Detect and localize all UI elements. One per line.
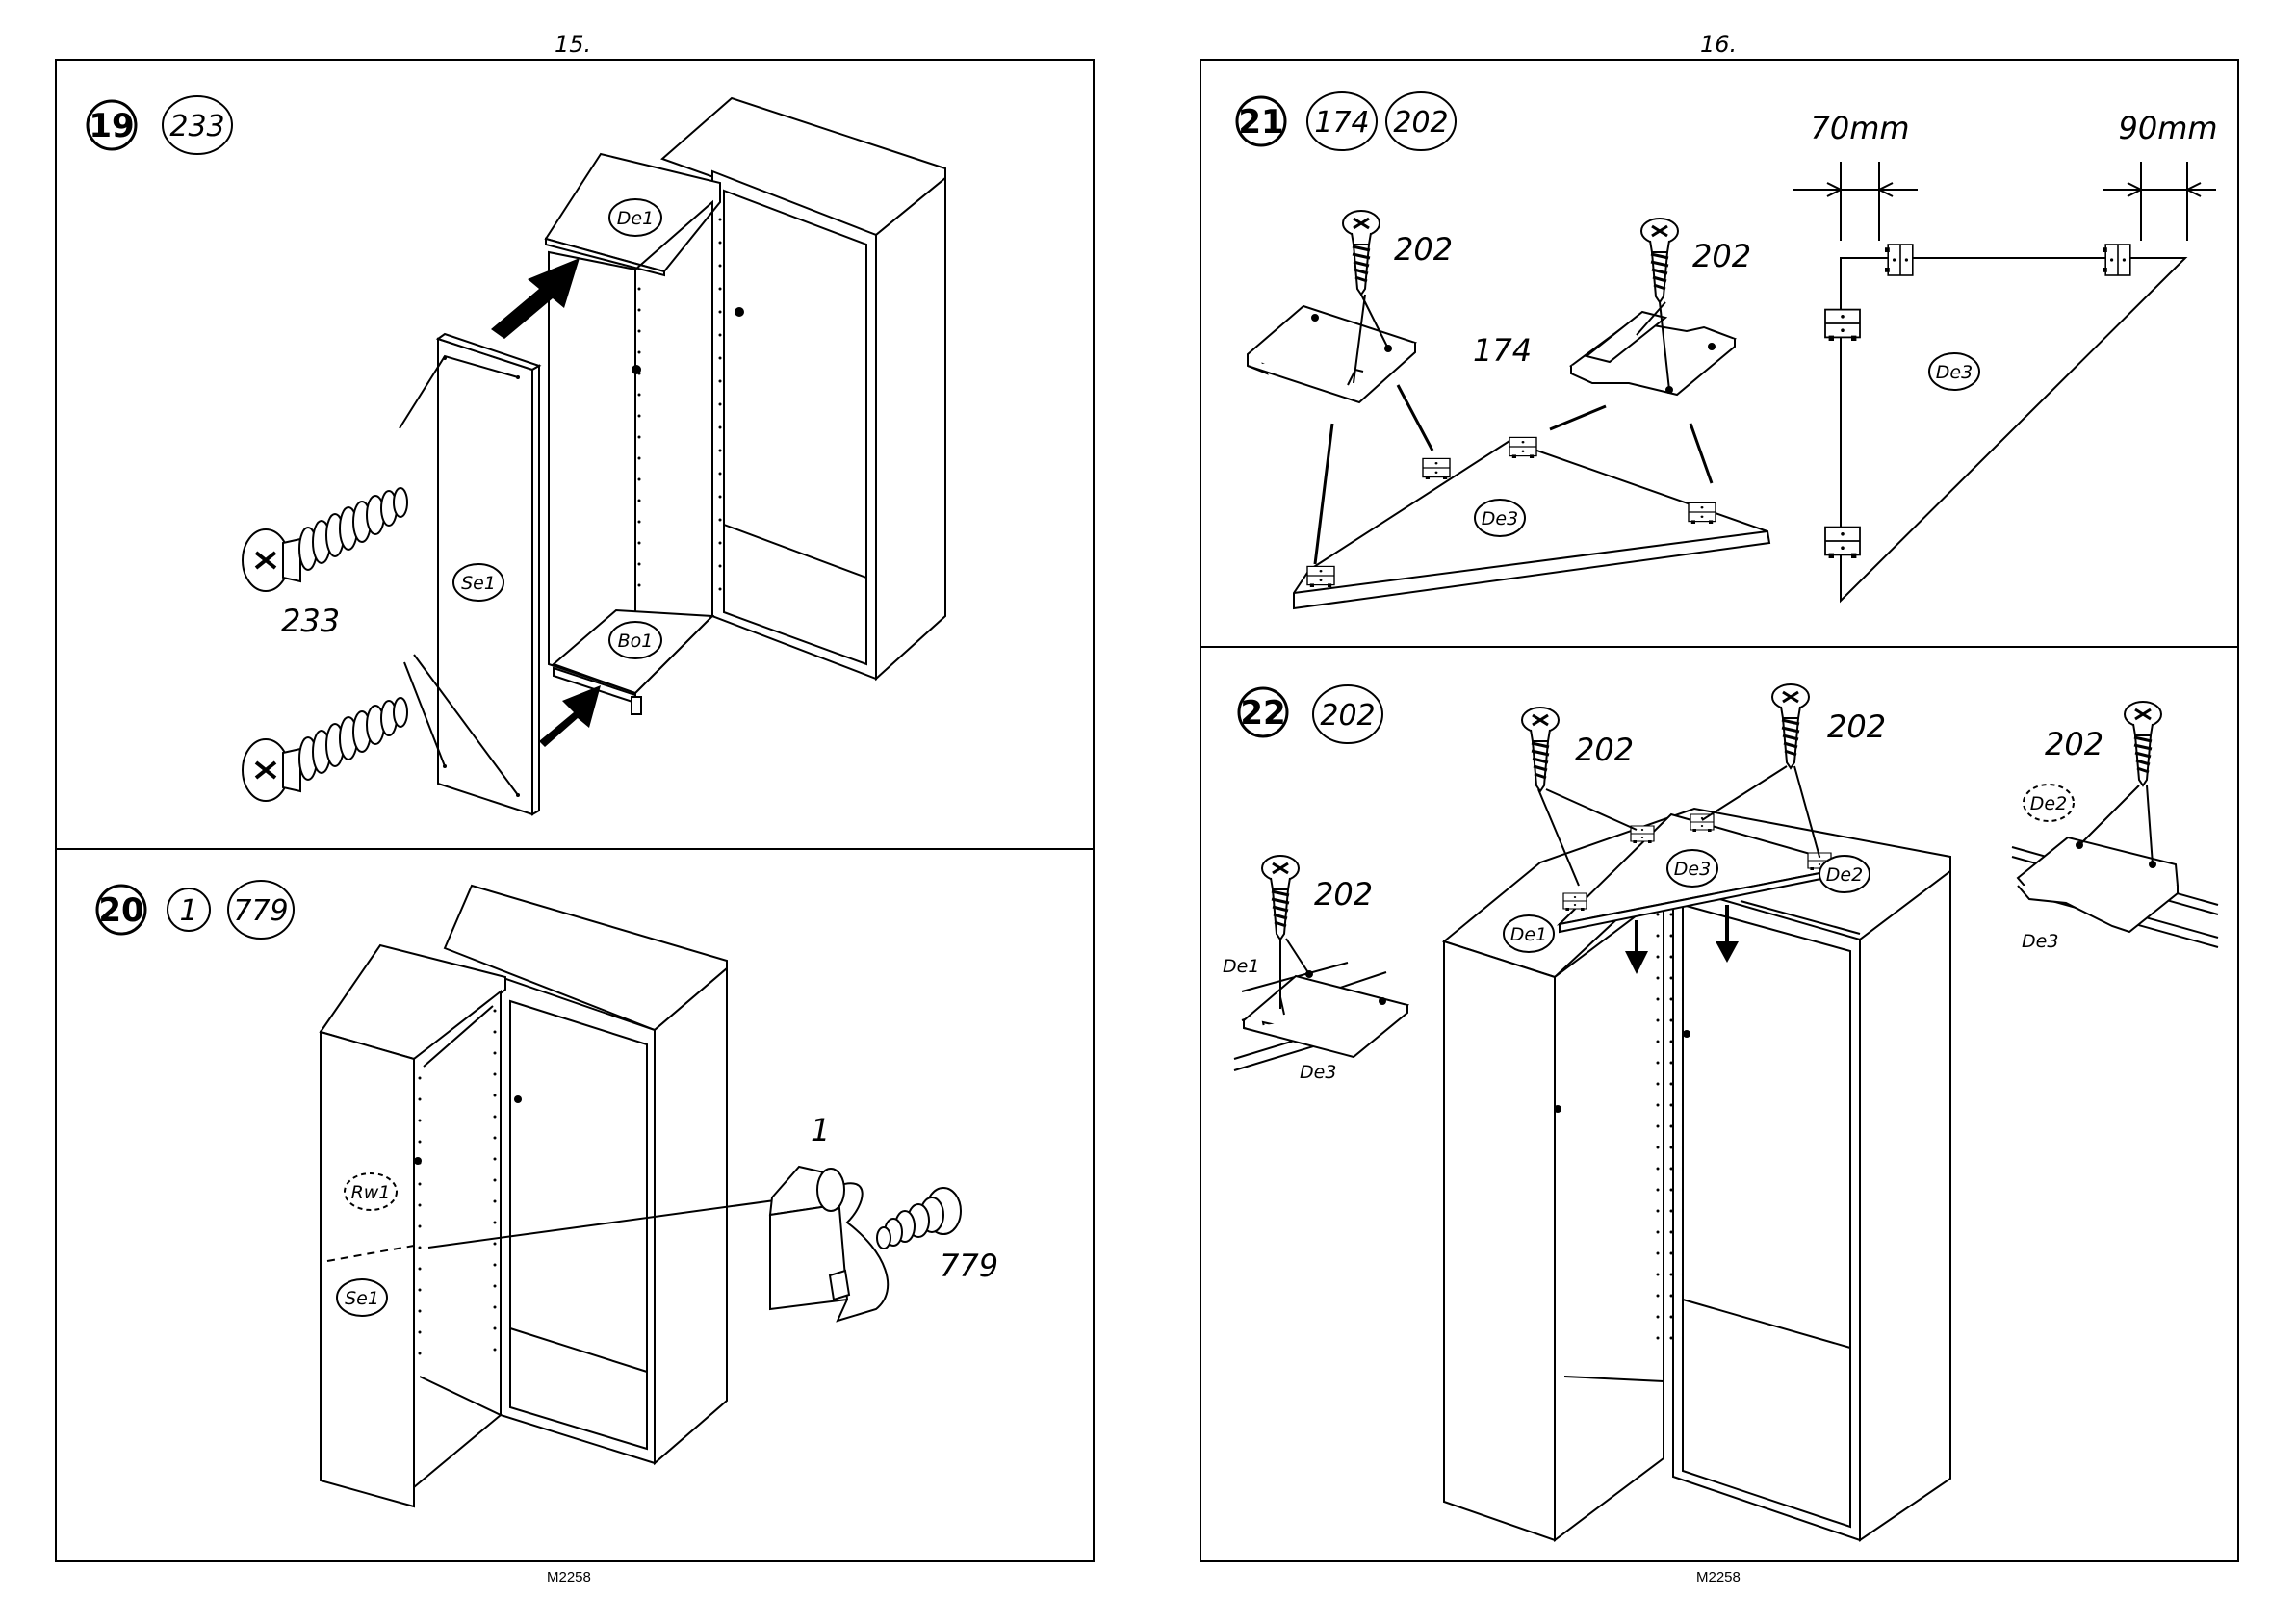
label-de1: De1 <box>609 199 661 236</box>
label-screw-202-a: 202 <box>1394 231 1453 268</box>
label-screw-202-top-right: 202 <box>1827 708 1886 745</box>
detail-left: 202 De1 De3 <box>1223 856 1407 1083</box>
label-de3-b: De3 <box>1936 362 1973 383</box>
svg-text:Rw1: Rw1 <box>351 1182 391 1203</box>
step-20-part-779: 779 <box>228 881 294 939</box>
step-22-panel: 22 202 <box>1200 647 2238 1561</box>
dimension-70mm <box>1793 162 1918 241</box>
label-screw-202-left-detail: 202 <box>1314 876 1373 913</box>
label-de1-detail: De1 <box>1223 956 1259 977</box>
step-21-panel: 21 174 202 202 202 174 <box>1200 60 2238 647</box>
label-de3-detail-left: De3 <box>1300 1062 1336 1083</box>
label-de3-top: De3 <box>1674 859 1711 880</box>
part-label: 174 <box>1314 106 1369 140</box>
label-dim-90mm: 90mm <box>2118 110 2217 146</box>
side-panel-se1: Se1 <box>438 334 539 814</box>
label-bo1: Bo1 <box>609 622 661 658</box>
step-21-part-174: 174 <box>1307 92 1377 150</box>
corner-bracket-1 <box>770 1167 888 1321</box>
step-19-panel: 19 233 <box>56 60 1094 849</box>
svg-text:De2: De2 <box>2030 793 2067 814</box>
label-de2-top: De2 <box>1819 856 1870 892</box>
label-screw-202-right-detail: 202 <box>2045 726 2103 762</box>
screw-202-a <box>1343 211 1380 295</box>
svg-text:Bo1: Bo1 <box>618 631 654 652</box>
part-label: 202 <box>1320 699 1375 733</box>
label-screw-779: 779 <box>940 1248 998 1284</box>
label-screw-202-b: 202 <box>1692 238 1751 274</box>
step-21-badge: 21 <box>1237 97 1285 145</box>
label-de3-a: De3 <box>1482 508 1518 529</box>
insert-arrow-bottom <box>539 685 601 747</box>
step-20-number: 20 <box>98 891 143 930</box>
detail-right: 202 De2 De3 <box>2012 702 2218 952</box>
step-21-part-202: 202 <box>1386 92 1456 150</box>
shelf-de3-perspective: De3 <box>1294 385 1769 608</box>
label-de2-detail: De2 <box>2024 785 2074 821</box>
part-label: 202 <box>1393 106 1448 140</box>
insert-arrow-top <box>491 258 580 339</box>
connector-plate-b <box>1571 312 1735 395</box>
dimension-90mm <box>2103 162 2216 241</box>
label-de1-top: De1 <box>1504 915 1554 952</box>
shelf-de3-plan-view: De3 <box>1825 245 2185 601</box>
label-screw-233: 233 <box>281 603 340 639</box>
svg-text:De2: De2 <box>1826 864 1863 886</box>
svg-text:De1: De1 <box>1510 924 1547 945</box>
step-20-panel: 20 1 779 <box>56 849 1094 1561</box>
step-21-number: 21 <box>1238 103 1283 142</box>
part-label: 1 <box>179 894 197 928</box>
step-19-badge: 19 <box>88 101 136 149</box>
step-22-badge: 22 <box>1239 688 1287 736</box>
label-screw-202-top-left: 202 <box>1575 732 1634 768</box>
label-plate-174: 174 <box>1473 332 1532 369</box>
label-rw1: Rw1 <box>345 1173 397 1210</box>
label-bracket-1: 1 <box>811 1112 830 1148</box>
step-19-part-233: 233 <box>163 96 232 154</box>
label-de3-detail-right: De3 <box>2022 931 2058 952</box>
step-19-number: 19 <box>89 107 134 145</box>
part-label: 233 <box>169 110 224 143</box>
screw-202-b <box>1641 219 1678 302</box>
label-se1: Se1 <box>461 573 496 594</box>
part-label: 779 <box>233 894 288 928</box>
label-dim-70mm: 70mm <box>1810 110 1909 146</box>
step-20-badge: 20 <box>97 886 145 934</box>
svg-text:Se1: Se1 <box>345 1288 379 1309</box>
step-22-number: 22 <box>1240 694 1285 733</box>
step-22-part-202: 202 <box>1313 685 1382 743</box>
label-se1-step20: Se1 <box>337 1279 387 1316</box>
connector-plate-a <box>1248 306 1415 402</box>
step-20-part-1: 1 <box>168 888 210 931</box>
svg-text:De1: De1 <box>617 208 654 229</box>
cam-screw-779 <box>877 1188 961 1249</box>
